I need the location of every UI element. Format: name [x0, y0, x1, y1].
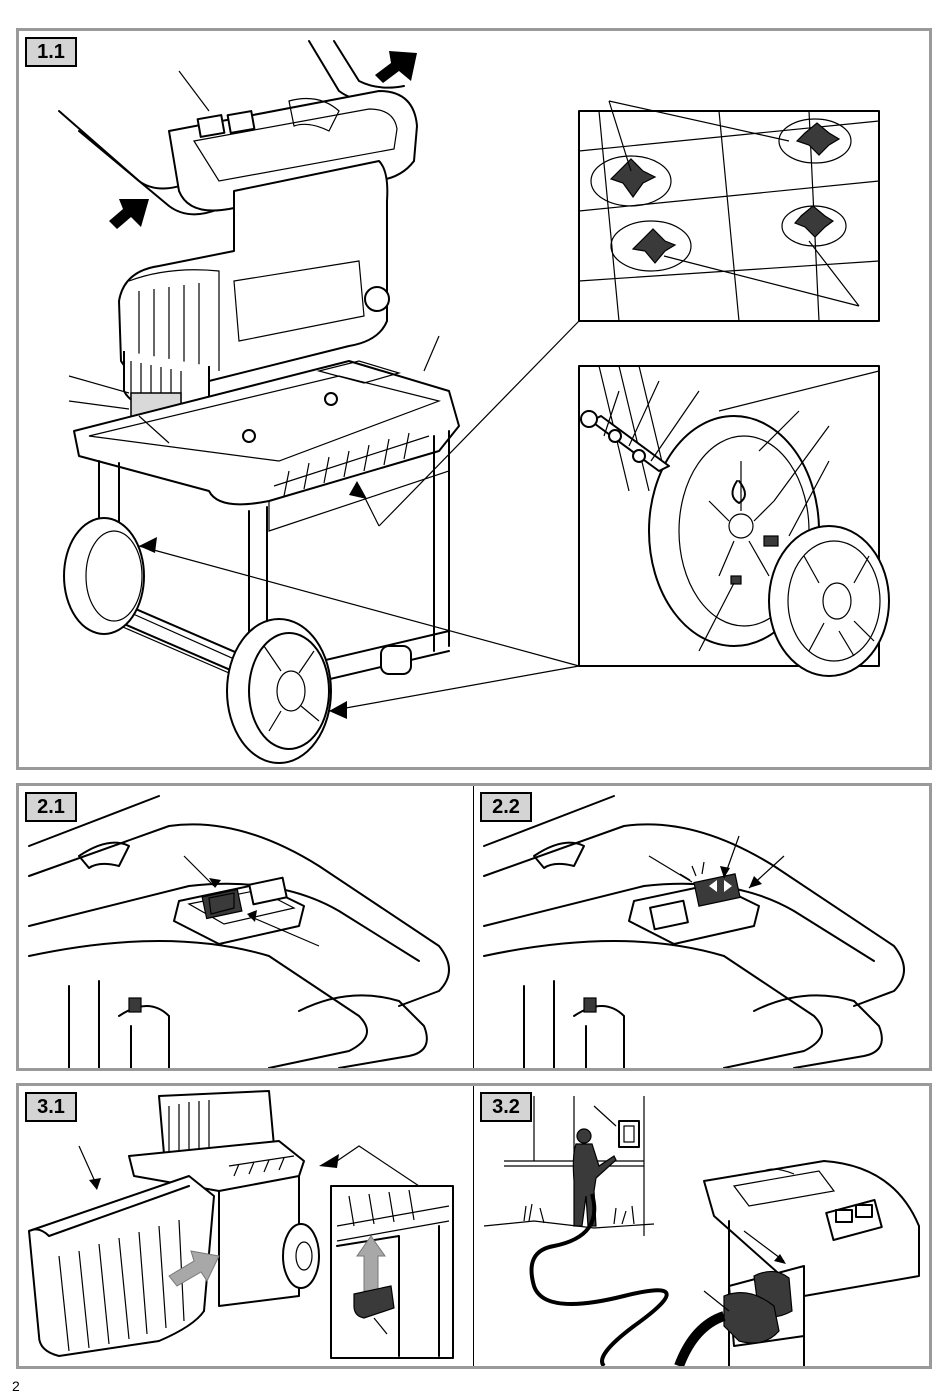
- illustration-collection-box: [19, 1086, 473, 1366]
- figure-2-2: 2.2: [474, 786, 929, 1068]
- illustration-shredder-assembly: [19, 31, 929, 767]
- clip-icon: [764, 536, 778, 546]
- figure-label-3-2: 3.2: [480, 1092, 532, 1122]
- figure-label-2-1: 2.1: [25, 792, 77, 822]
- figure-panel-2: 2.1 2.2: [16, 783, 932, 1071]
- figure-panel-1-1: 1.1: [16, 28, 932, 770]
- pointer-arrow-icon: [319, 1154, 339, 1168]
- figure-2-1: 2.1: [19, 786, 473, 1068]
- figure-3-2: 3.2: [474, 1086, 929, 1366]
- person-icon: [577, 1129, 591, 1143]
- illustration-switch-on: [19, 786, 473, 1068]
- figure-3-1: 3.1: [19, 1086, 473, 1366]
- illustration-power-connection: [474, 1086, 929, 1366]
- figure-label-3-1: 3.1: [25, 1092, 77, 1122]
- figure-label-2-2: 2.2: [480, 792, 532, 822]
- page-number: 2: [12, 1378, 20, 1394]
- figure-label-1-1: 1.1: [25, 37, 77, 67]
- push-arrow-icon-top: [375, 51, 417, 83]
- figure-panel-3: 3.1: [16, 1083, 932, 1369]
- push-arrow-icon-left: [109, 199, 149, 229]
- illustration-switch-off: [474, 786, 929, 1068]
